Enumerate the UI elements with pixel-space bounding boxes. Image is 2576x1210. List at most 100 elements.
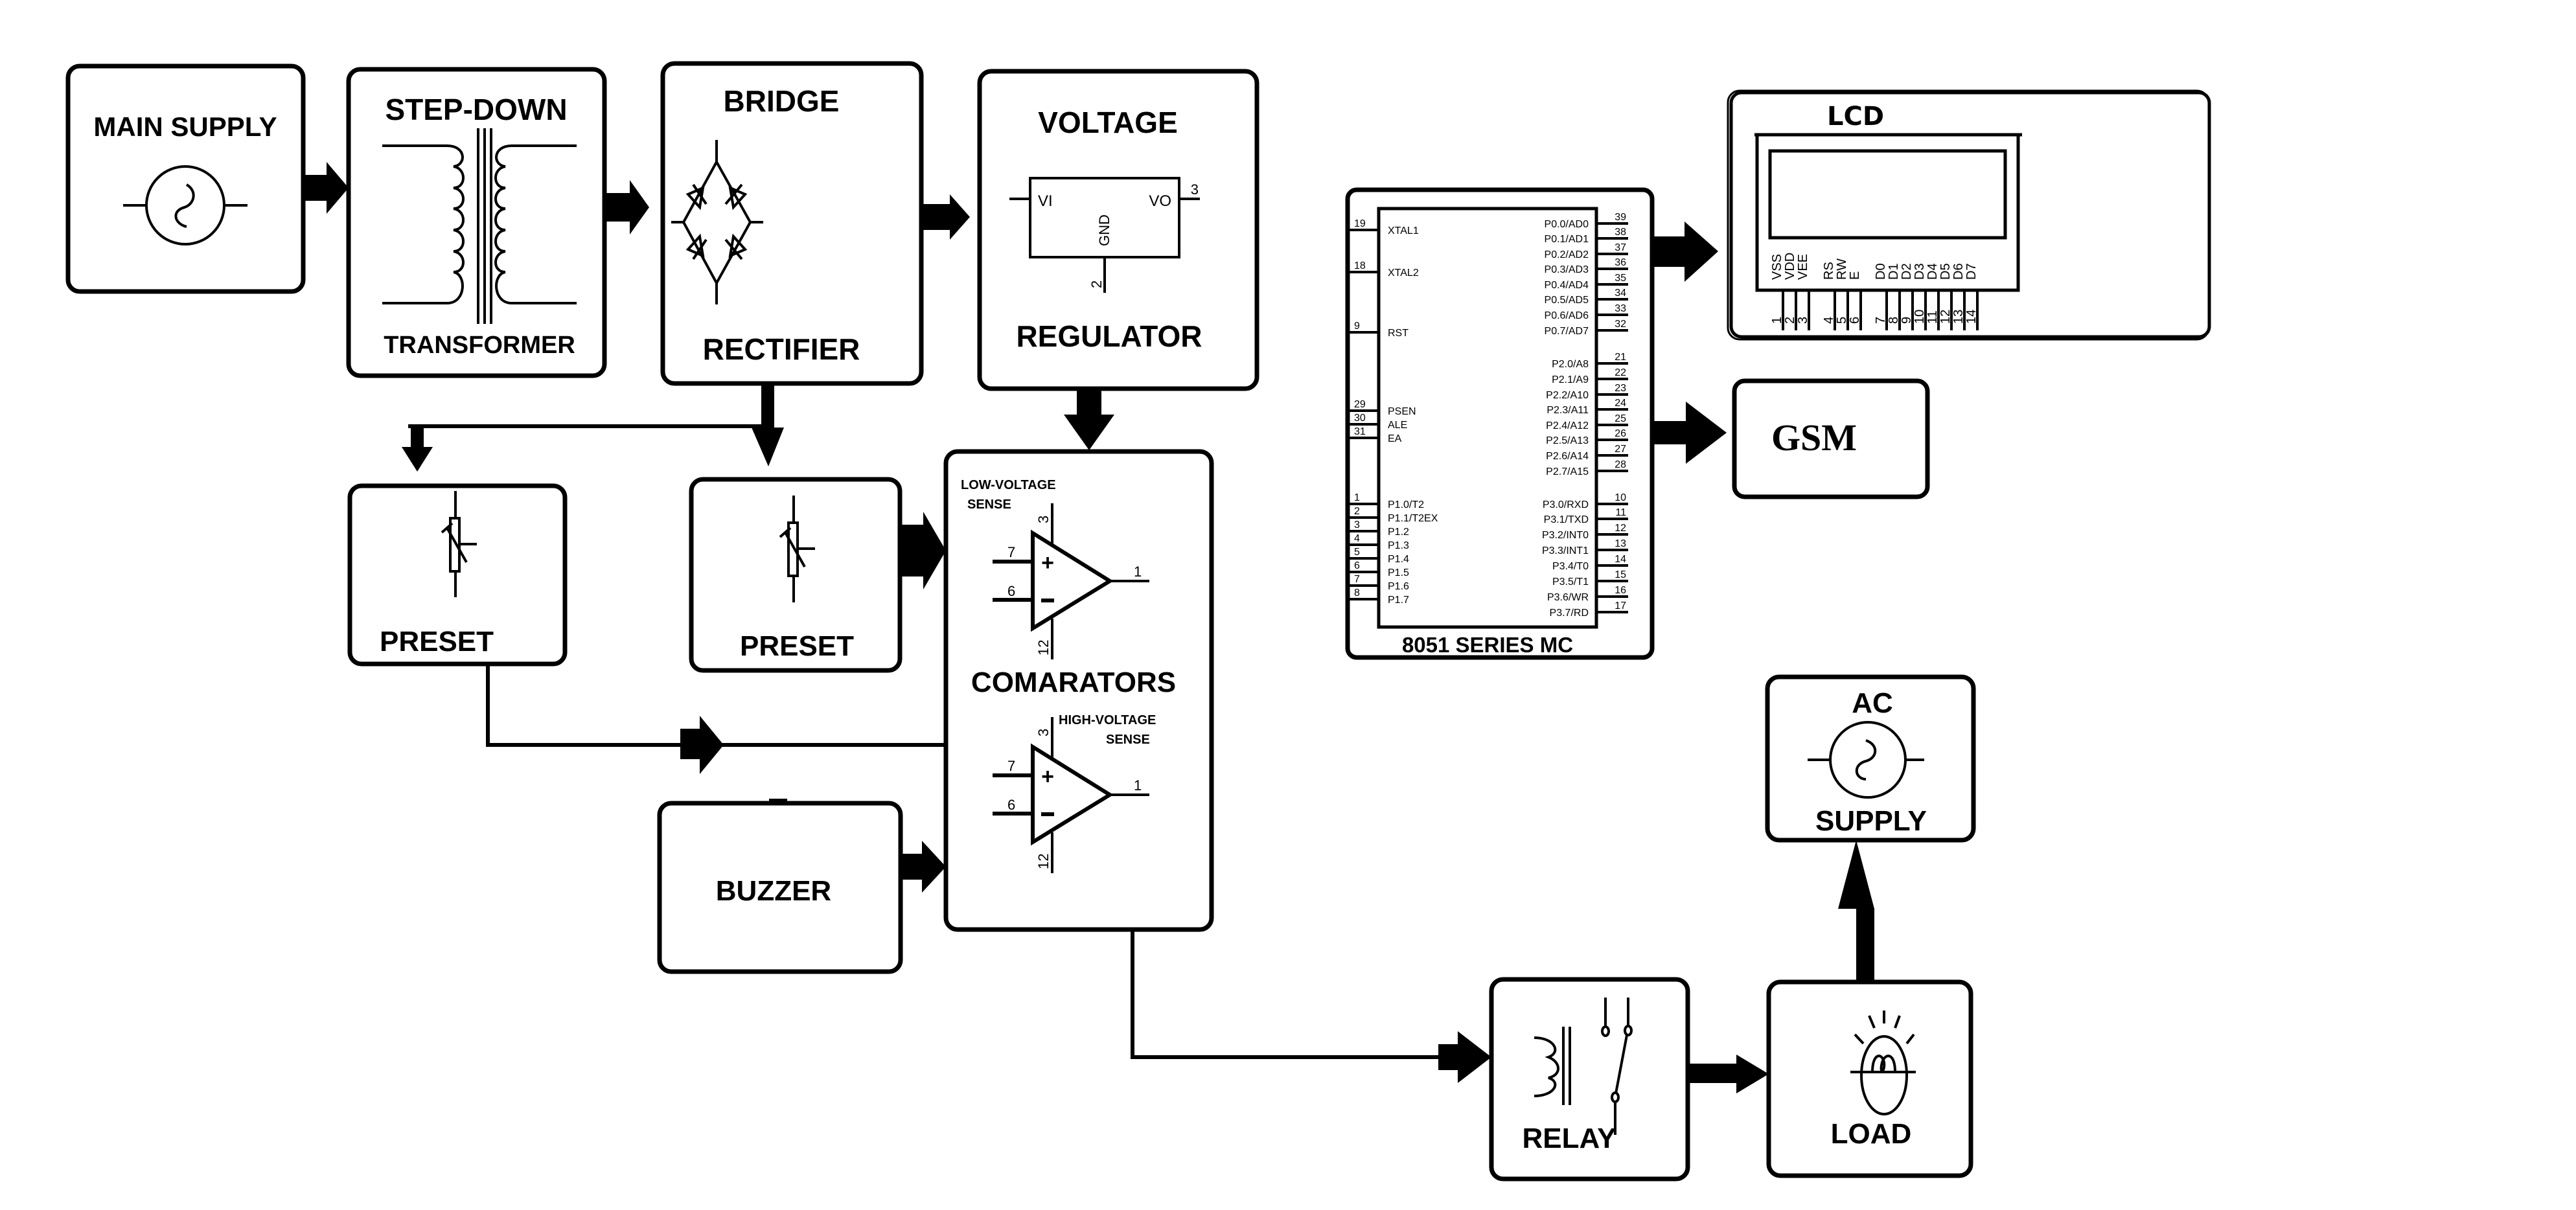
comparators-label: COMARATORS (971, 667, 1176, 698)
mcu-pin-number: 22 (1615, 367, 1626, 378)
mcu-pin-name: P0.7/AD7 (1545, 326, 1589, 337)
arrow-mcu-to-lcd (1654, 222, 1718, 282)
comparators-block: LOW-VOLTAGE SENSE + 7 6 1 3 12 COMARATOR… (943, 449, 1214, 932)
regulator-pin-vo-num: 3 (1191, 181, 1199, 198)
bridge-label-bottom: RECTIFIER (703, 332, 860, 366)
arrow-mcu-to-gsm (1652, 402, 1727, 464)
bridge-rectifier-block: BRIDGE RECTIFIER (660, 61, 924, 386)
ac-source-icon (1808, 721, 1924, 799)
lcd-pin-number: 6 (1848, 317, 1862, 324)
mcu-pin-left: 8P1.7 (1349, 588, 1409, 606)
mcu-pin-number: 29 (1354, 399, 1366, 410)
high-pin-plus: 7 (1007, 758, 1015, 774)
load-label: LOAD (1831, 1118, 1912, 1150)
mcu-pin-name: P1.3 (1388, 540, 1409, 551)
mcu-pin-name: P3.6/WR (1547, 592, 1589, 603)
buzzer-block: BUZZER (657, 799, 903, 974)
relay-label: RELAY (1522, 1123, 1616, 1154)
low-voltage-sense-label-1: LOW-VOLTAGE (961, 478, 1056, 492)
mcu-pin-number: 34 (1615, 288, 1626, 299)
high-pin-minus: 6 (1007, 797, 1015, 813)
mcu-pin-name: P0.1/AD1 (1545, 234, 1589, 245)
lcd-block: LCD VSS1VDD2VEE3RS4RW5E6D07D18D29D310D41… (1727, 89, 2211, 341)
lcd-pin-number: 9 (1900, 317, 1914, 324)
high-pin-top: 3 (1035, 729, 1052, 736)
regulator-ic-icon: VI VO 3 GND 2 (1009, 177, 1200, 293)
lcd-pin: RS4 (1822, 262, 1836, 330)
mcu-pin-number: 24 (1615, 398, 1626, 409)
mcu-pin-name: P2.7/A15 (1546, 466, 1589, 477)
lcd-pin-name: D1 (1887, 263, 1901, 280)
lcd-pin: D1 8 (1887, 263, 1901, 330)
regulator-pin-gnd-num: 2 (1088, 280, 1105, 288)
ac-supply-label-top: AC (1852, 687, 1893, 719)
lcd-pin-name: VDD (1783, 253, 1797, 280)
mcu-pin-left: 1P1.0/T2 (1349, 492, 1424, 510)
ac-source-icon (123, 165, 247, 245)
arrow-regulator-to-comparators (1064, 389, 1114, 450)
high-voltage-comparator-icon: + 7 6 1 3 12 (993, 717, 1149, 873)
mcu-pin-number: 10 (1615, 492, 1626, 503)
lcd-pin-name: D3 (1913, 263, 1927, 280)
mcu-pin-name: P1.6 (1388, 581, 1409, 592)
mcu-pin-name: P1.7 (1388, 595, 1409, 606)
mcu-pin-number: 39 (1615, 212, 1626, 223)
mcu-pin-name: P1.1/T2EX (1388, 513, 1438, 524)
mcu-pin-name: P2.4/A12 (1546, 420, 1589, 431)
low-pin-plus: 7 (1007, 544, 1015, 560)
mcu-pin-name: P2.6/A14 (1546, 451, 1589, 462)
lcd-label: LCD (1827, 102, 1884, 131)
mcu-pin-number: 2 (1354, 506, 1360, 517)
mcu-pin-number: 9 (1354, 321, 1360, 332)
mcu-pin-number: 26 (1615, 428, 1626, 439)
transformer-label-bottom: TRANSFORMER (384, 332, 575, 359)
mcu-pin-number: 27 (1615, 444, 1626, 455)
mcu-pin-name: P0.6/AD6 (1545, 310, 1589, 321)
mcu-pin-name: XTAL2 (1388, 268, 1419, 279)
mcu-pin-name: P3.5/T1 (1552, 576, 1589, 588)
lcd-pin: D2 9 (1900, 263, 1914, 330)
mcu-pin-number: 1 (1354, 492, 1360, 503)
relay-icon (1534, 998, 1633, 1135)
mcu-pin-name: P2.0/A8 (1552, 359, 1589, 370)
mcu-pin-name: P0.3/AD3 (1545, 264, 1589, 275)
svg-text:+: + (1041, 764, 1054, 789)
mcu-pin-number: 30 (1354, 413, 1366, 424)
lcd-pin: VDD 2 (1783, 253, 1797, 330)
main-supply-block: MAIN SUPPLY (65, 63, 306, 294)
mcu-pin-number: 21 (1615, 352, 1626, 363)
low-voltage-comparator-icon: + 7 6 1 3 12 (993, 503, 1149, 659)
mcu-left-pins: 19XTAL118XTAL29RST29PSEN30ALE31EA1P1.0/T… (1349, 218, 1438, 606)
mcu-pin-left: 3P1.2 (1349, 519, 1409, 538)
mcu-pin-number: 4 (1354, 533, 1360, 544)
mcu-pin-number: 5 (1354, 547, 1360, 558)
lcd-screen (1768, 149, 2007, 240)
lcd-pin-number: 8 (1887, 317, 1901, 324)
lcd-pin-number: 2 (1783, 317, 1797, 324)
transformer-icon (382, 128, 577, 324)
bridge-rectifier-icon (671, 140, 763, 304)
lcd-pin-name: D2 (1900, 263, 1914, 280)
preset-2-block: PRESET (689, 477, 903, 673)
lcd-pin: E6 (1848, 271, 1862, 330)
mcu-pin-number: 36 (1615, 257, 1626, 268)
mcu-pin-name: P3.2/INT0 (1542, 530, 1589, 541)
high-voltage-sense-label-1: HIGH-VOLTAGE (1059, 713, 1156, 727)
high-pin-bottom: 12 (1035, 854, 1052, 869)
